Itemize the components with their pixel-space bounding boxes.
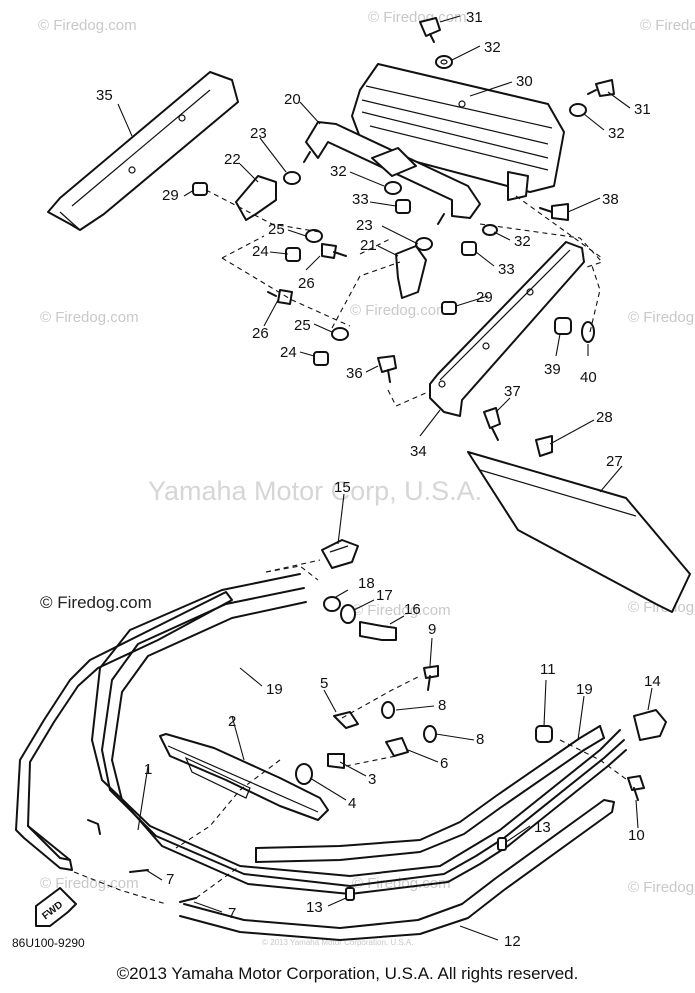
callout-8-low: 8 — [476, 731, 484, 748]
part-14 — [633, 709, 667, 741]
watermark-center: Yamaha Motor Corp, U.S.A. — [148, 476, 482, 506]
callout-15: 15 — [334, 479, 351, 496]
callout-32-mid: 32 — [330, 163, 347, 180]
callout-39: 39 — [544, 361, 561, 378]
firedog-label: © Firedog.com — [40, 593, 152, 612]
lower-dashed-lines — [73, 559, 631, 905]
callout-35: 35 — [96, 87, 113, 104]
callout-33-right: 33 — [498, 261, 515, 278]
callout-24-low: 24 — [280, 344, 297, 361]
callout-27: 27 — [606, 453, 623, 470]
part-30-top-bar — [351, 63, 565, 201]
callout-7-low: 7 — [228, 905, 236, 922]
callout-25-low: 25 — [294, 317, 311, 334]
watermarks: © Firedog.com © Firedog.com © Firedog.co… — [38, 9, 695, 947]
callout-9: 9 — [428, 621, 436, 638]
part-21-bracket — [395, 245, 427, 299]
callout-31-top: 31 — [466, 9, 483, 26]
upper-dashed-lines — [205, 189, 603, 407]
callout-25-top: 25 — [268, 221, 285, 238]
callout-23-top: 23 — [250, 125, 267, 142]
callout-29-left: 29 — [162, 187, 179, 204]
callout-11: 11 — [540, 661, 556, 678]
part-1-frame — [15, 591, 233, 871]
callout-32-top: 32 — [484, 39, 501, 56]
copyright-footer: ©2013 Yamaha Motor Corporation, U.S.A. A… — [116, 964, 579, 983]
callout-26-low: 26 — [252, 325, 269, 342]
part-19-rail — [87, 573, 627, 895]
callout-36: 36 — [346, 365, 363, 382]
watermark-mid-center: © Firedog.com — [350, 302, 449, 319]
watermark-top-mid: © Firedog.com — [368, 9, 467, 26]
callouts: 35 31 32 30 31 32 20 23 22 32 33 29 38 2… — [96, 9, 661, 950]
callout-32-low: 32 — [514, 233, 531, 250]
callout-19-left: 19 — [266, 681, 283, 698]
callout-33-mid: 33 — [352, 191, 369, 208]
callout-3: 3 — [368, 771, 376, 788]
callout-6: 6 — [440, 755, 448, 772]
callout-18: 18 — [358, 575, 375, 592]
watermark-mid-left: © Firedog.com — [40, 309, 139, 326]
callout-34: 34 — [410, 443, 427, 460]
callout-10: 10 — [628, 827, 645, 844]
upper-fasteners — [192, 17, 615, 457]
callout-22: 22 — [224, 151, 241, 168]
callout-37: 37 — [504, 383, 521, 400]
callout-14: 14 — [644, 673, 661, 690]
callout-16: 16 — [404, 601, 421, 618]
callout-2: 2 — [228, 713, 236, 730]
leader-lines — [117, 15, 653, 941]
watermark-bottom-mid: © Firedog.com — [352, 875, 451, 892]
callout-17: 17 — [376, 587, 393, 604]
callout-12: 12 — [504, 933, 521, 950]
watermark-left-low: © Firedog.com — [352, 602, 451, 619]
callout-1: 1 — [144, 761, 152, 778]
watermark-top-right: © Firedog.com — [640, 17, 695, 34]
inner-rail — [255, 725, 605, 863]
callout-4: 4 — [348, 795, 356, 812]
callout-31-right: 31 — [634, 101, 651, 118]
watermark-tiny: © 2013 Yamaha Motor Corporation, U.S.A. — [262, 938, 413, 947]
callout-23-mid: 23 — [356, 217, 373, 234]
part-35-bracket — [47, 71, 239, 231]
part-20-crossbar — [303, 121, 481, 225]
callout-30: 30 — [516, 73, 533, 90]
part-2-bumper — [159, 733, 329, 821]
callout-13-left: 13 — [306, 899, 323, 916]
callout-19-right: 19 — [576, 681, 593, 698]
callout-32-right: 32 — [608, 125, 625, 142]
callout-24-top: 24 — [252, 243, 269, 260]
watermark-bottom-left: © Firedog.com — [40, 875, 139, 892]
callout-5: 5 — [320, 675, 328, 692]
part-34-arm — [429, 241, 585, 417]
part-15 — [321, 539, 359, 569]
callout-7-top: 7 — [166, 871, 174, 888]
callout-21: 21 — [360, 237, 377, 254]
watermark-bottom-right: © Firedog.com — [628, 879, 695, 896]
watermark-mid-right: © Firedog.com — [628, 309, 695, 326]
callout-40: 40 — [580, 369, 597, 386]
watermark-top-left: © Firedog.com — [38, 17, 137, 34]
callout-20: 20 — [284, 91, 301, 108]
diagram-code: 86U100-9290 — [12, 936, 85, 950]
callout-13-right: 13 — [534, 819, 551, 836]
callout-38: 38 — [602, 191, 619, 208]
lower-fasteners — [129, 596, 645, 903]
part-22-bracket — [235, 175, 277, 221]
part-27-panel — [467, 451, 691, 613]
callout-8-top: 8 — [438, 697, 446, 714]
part-12-rail — [179, 799, 615, 941]
callout-28: 28 — [596, 409, 613, 426]
fwd-arrow-icon: FWD — [35, 887, 77, 927]
callout-29-right: 29 — [476, 289, 493, 306]
callout-26-top: 26 — [298, 275, 315, 292]
